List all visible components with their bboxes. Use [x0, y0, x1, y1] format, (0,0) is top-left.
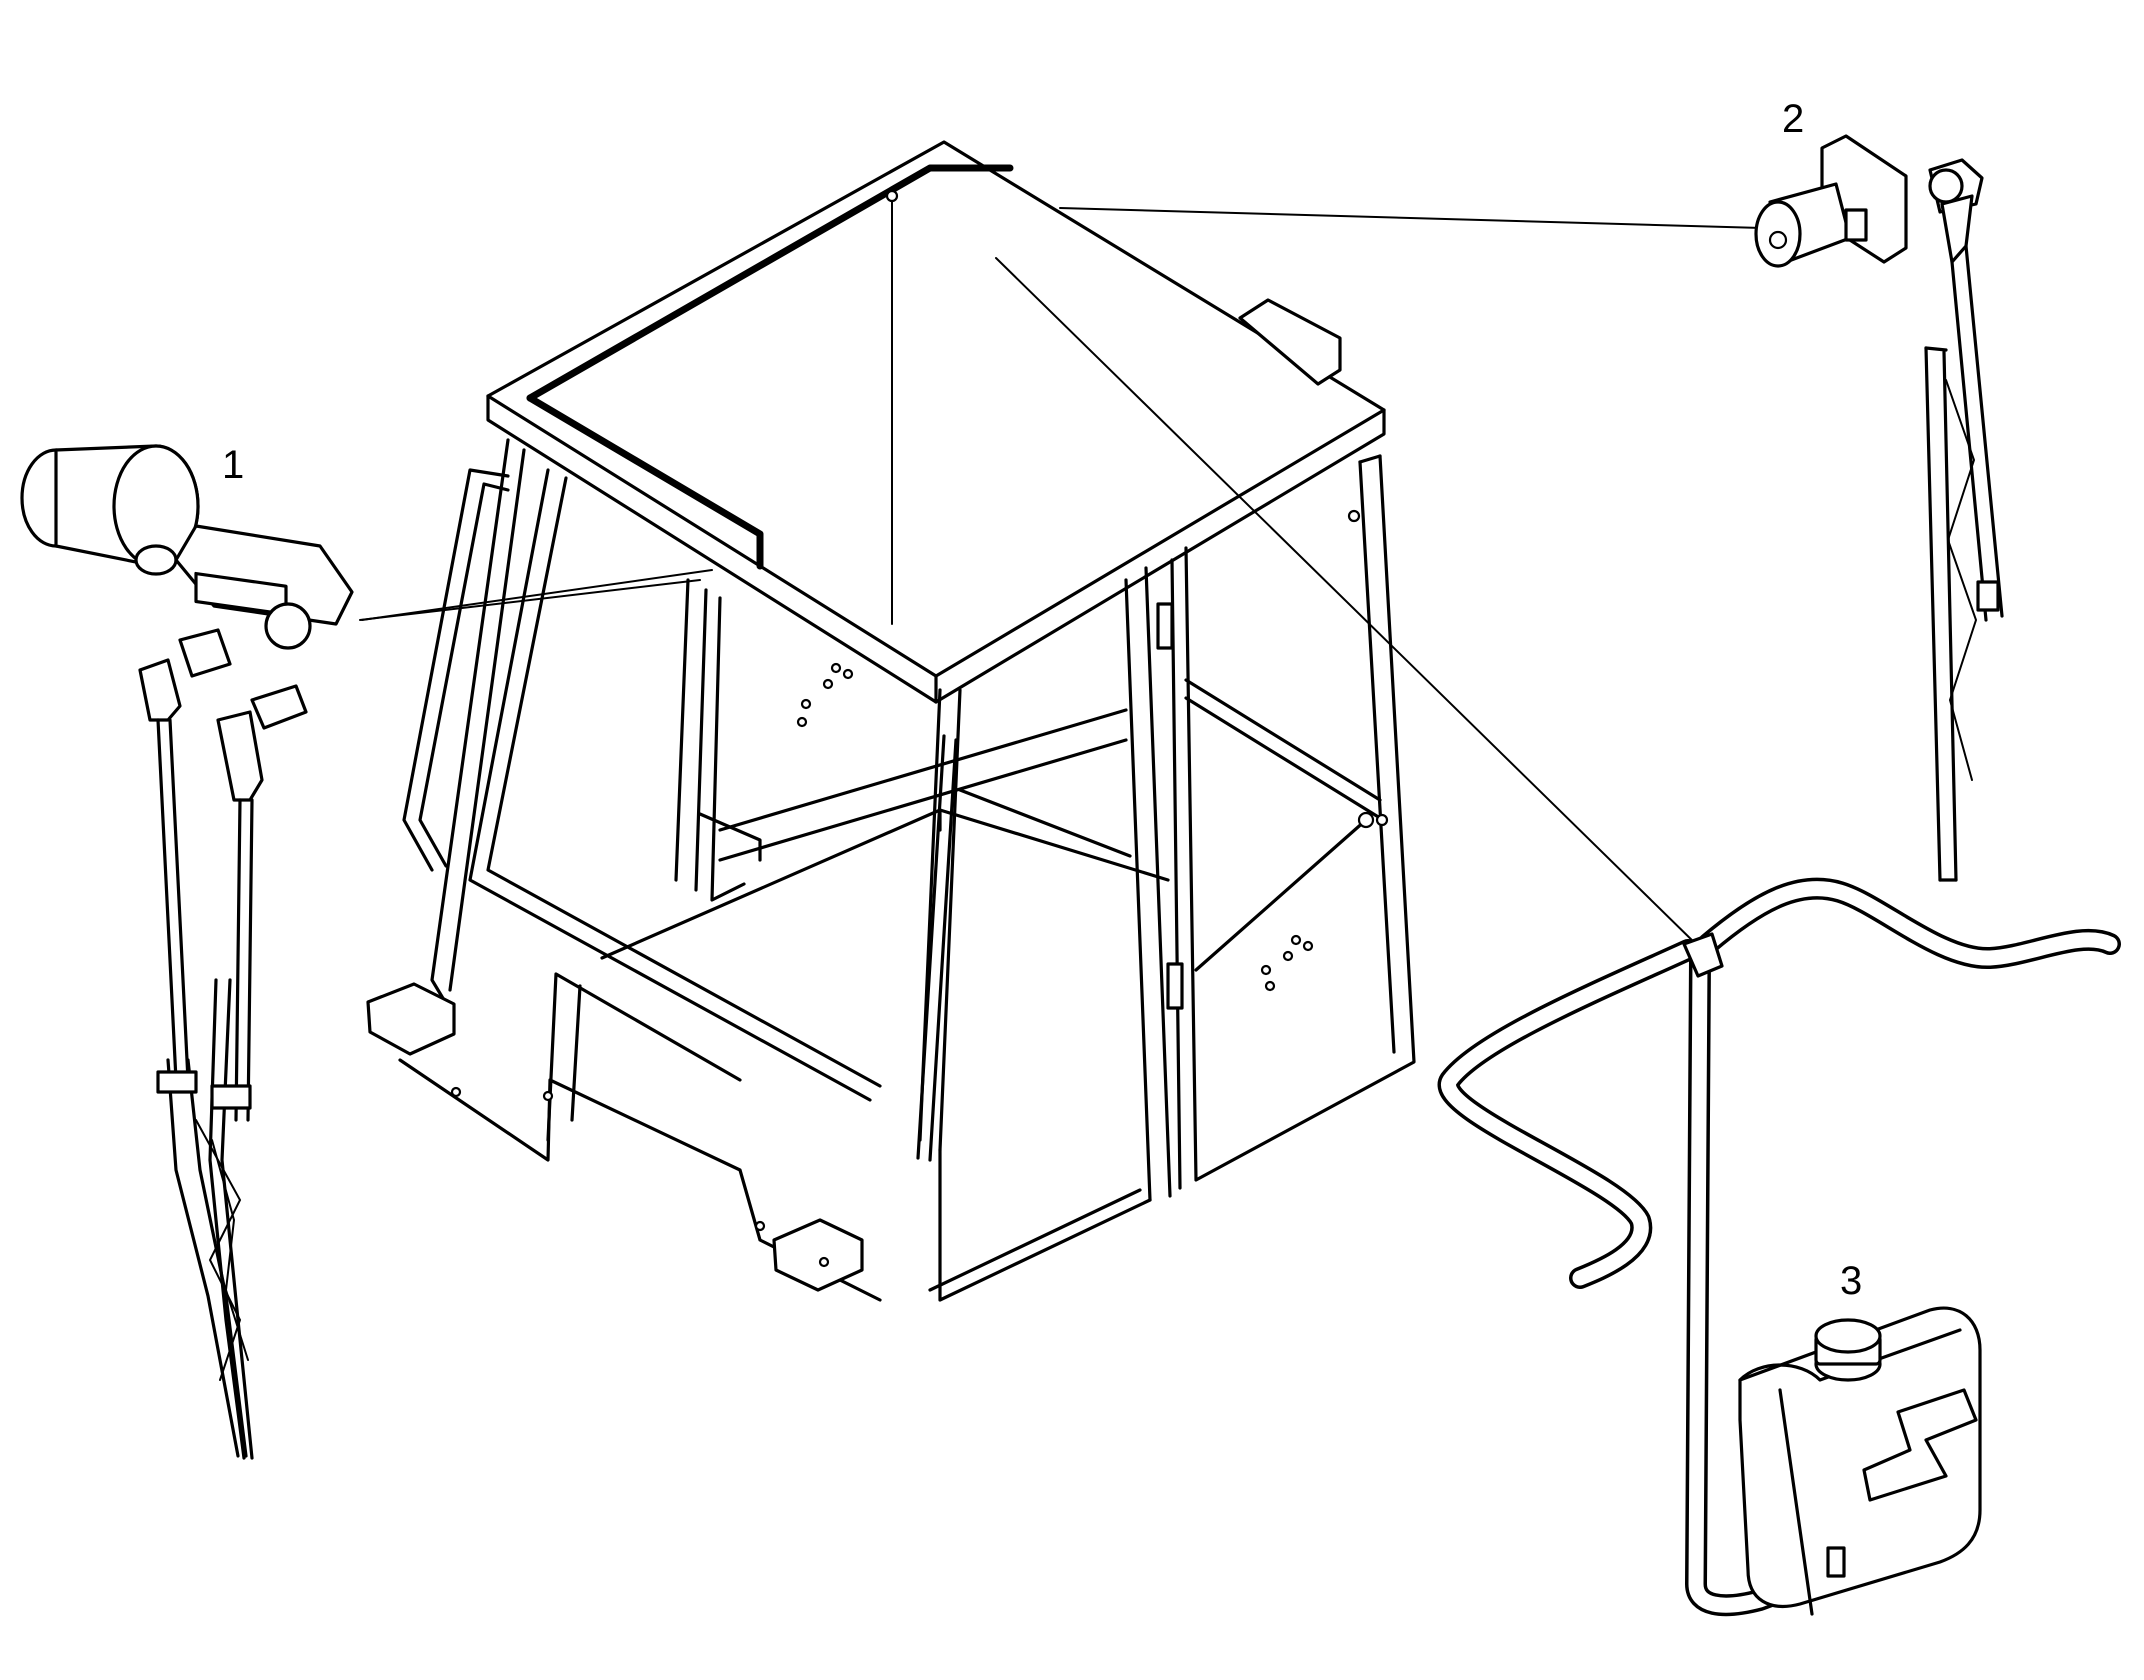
callout-part-1: 1	[222, 443, 244, 487]
cab-frame-icon	[366, 140, 1416, 1302]
rear-wiper-motor-and-arm-icon	[1754, 134, 2004, 882]
callout-part-2: 2	[1782, 97, 1804, 141]
front-wiper-motor-and-arm-icon	[20, 444, 354, 1460]
leader-lines	[359, 207, 1763, 949]
callout-part-3: 3	[1840, 1259, 1862, 1303]
washer-reservoir-and-hose-icon	[1437, 877, 2121, 1617]
